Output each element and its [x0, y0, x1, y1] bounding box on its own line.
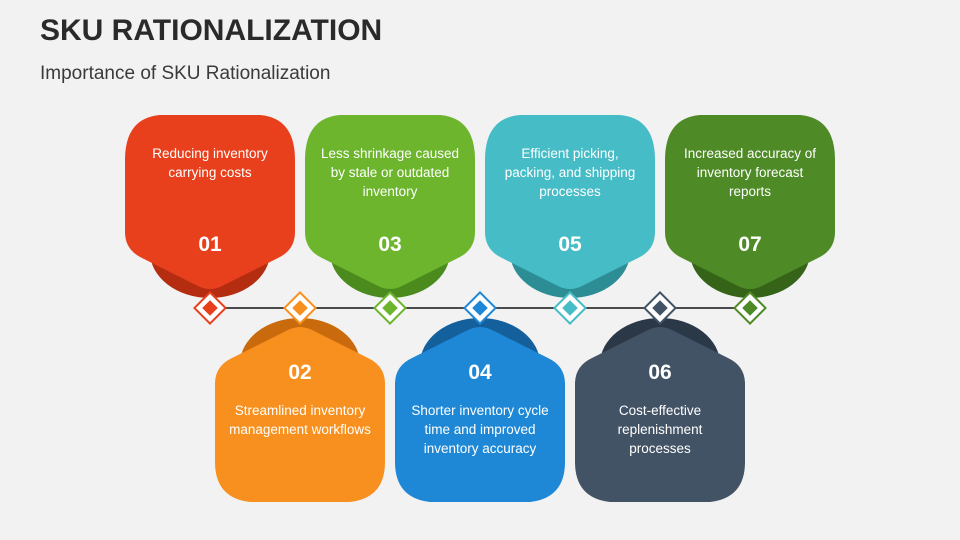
step-number-7: 07	[738, 233, 762, 256]
step-card-body-3	[305, 115, 475, 289]
timeline-marker-6	[643, 291, 677, 325]
step-number-4: 04	[468, 361, 492, 384]
step-text-2: Streamlined inventory management workflo…	[229, 403, 371, 437]
timeline-marker-2	[283, 291, 317, 325]
step-text-5: Efficient picking, packing, and shipping…	[504, 146, 636, 199]
step-card-2	[215, 318, 385, 502]
step-card-5	[485, 115, 655, 298]
timeline-marker-4	[463, 291, 497, 325]
step-number-5: 05	[558, 233, 582, 256]
step-card-body-4	[395, 327, 565, 502]
page-subtitle: Importance of SKU Rationalization	[40, 63, 331, 84]
step-card-6	[575, 318, 745, 502]
step-card-7	[665, 115, 835, 298]
step-text-6: Cost-effective replenishment processes	[617, 403, 703, 456]
page-title: SKU RATIONALIZATION	[40, 14, 383, 47]
timeline-marker-7	[733, 291, 767, 325]
step-card-body-2	[215, 327, 385, 502]
step-card-body-6	[575, 327, 745, 502]
timeline-marker-1	[193, 291, 227, 325]
step-card-body-1	[125, 115, 295, 289]
step-number-3: 03	[378, 233, 402, 256]
step-text-3: Less shrinkage caused by stale or outdat…	[320, 146, 460, 199]
step-card-4	[395, 318, 565, 502]
step-card-body-7	[665, 115, 835, 289]
step-number-2: 02	[288, 361, 312, 384]
step-card-3	[305, 115, 475, 298]
step-card-1	[125, 115, 295, 298]
step-number-1: 01	[198, 233, 222, 256]
step-number-6: 06	[648, 361, 672, 384]
step-card-body-5	[485, 115, 655, 289]
timeline-marker-5	[553, 291, 587, 325]
step-text-4: Shorter inventory cycle time and improve…	[411, 403, 549, 456]
timeline-marker-3	[373, 291, 407, 325]
step-text-7: Increased accuracy of inventory forecast…	[683, 146, 817, 199]
step-text-1: Reducing inventory carrying costs	[152, 146, 268, 180]
